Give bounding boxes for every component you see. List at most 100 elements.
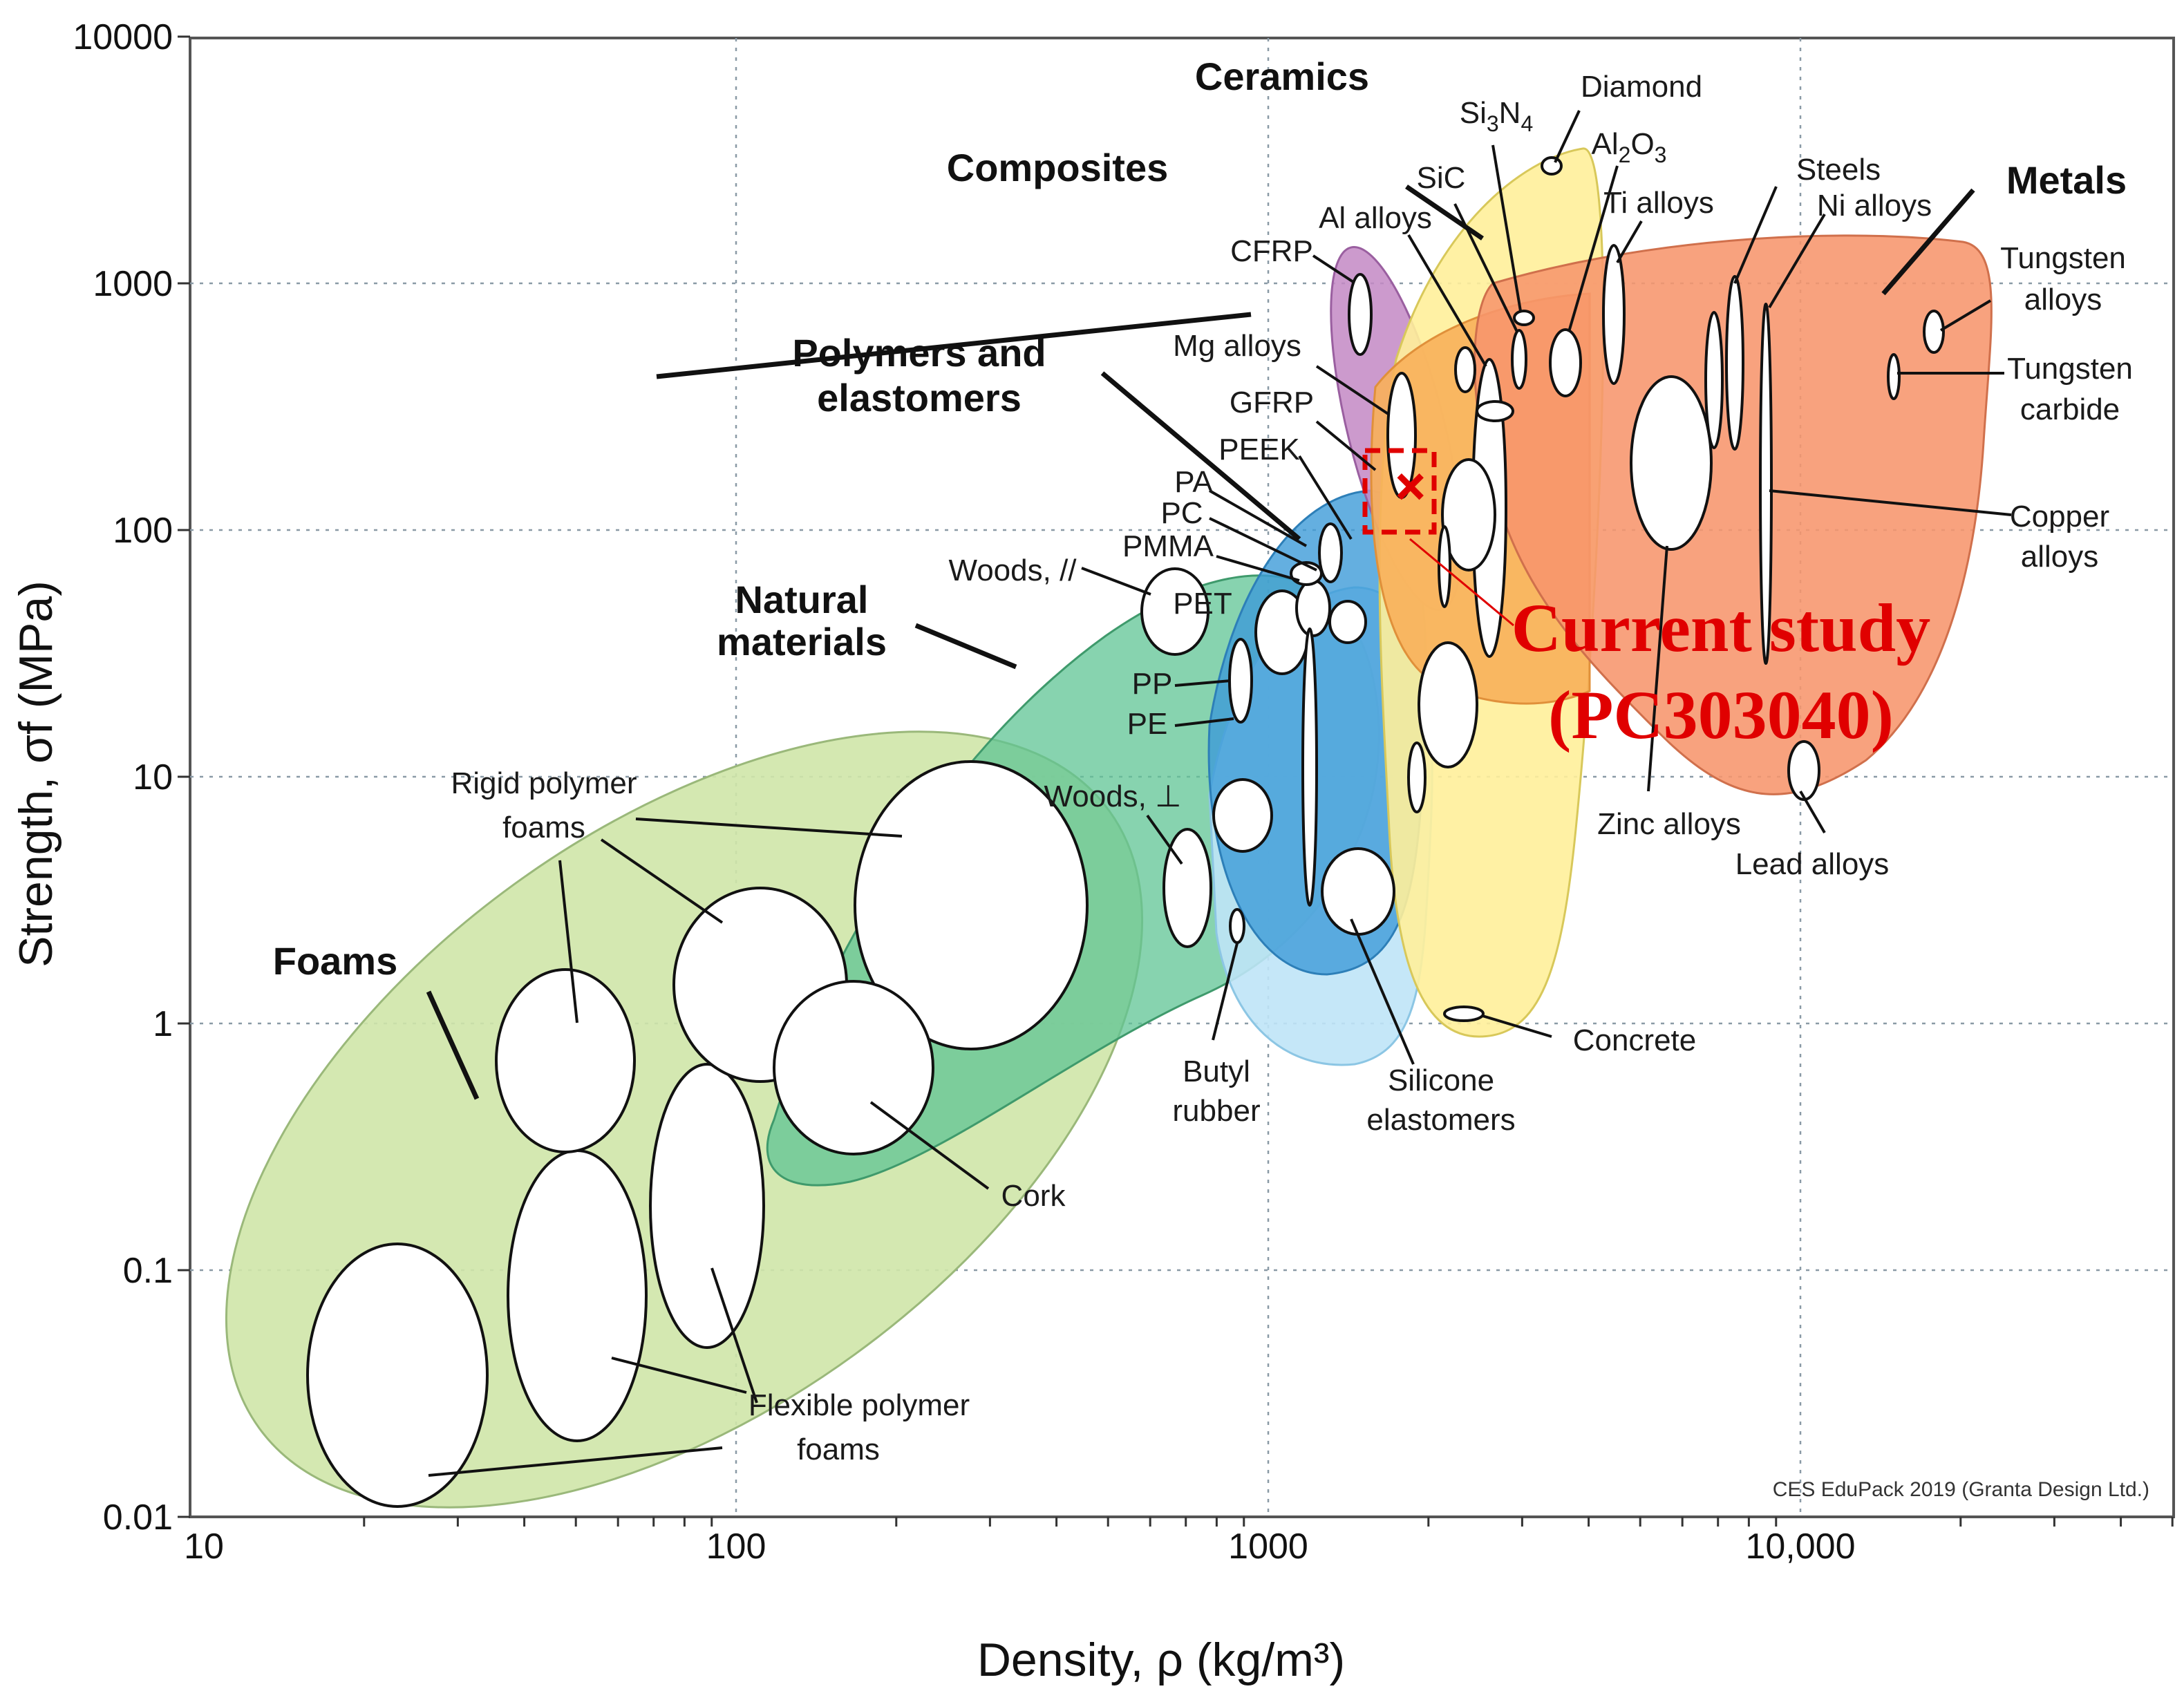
bubble-pe bbox=[1212, 778, 1273, 853]
leader-sic bbox=[1453, 203, 1518, 332]
label-foams: Foams bbox=[273, 939, 398, 983]
label-ceramics: Ceramics bbox=[1195, 55, 1369, 98]
label-silicone-2: elastomers bbox=[1366, 1103, 1515, 1137]
bubble-ceramic-3 bbox=[1407, 742, 1427, 813]
current-study-x bbox=[1397, 473, 1424, 500]
label-lead-alloys: Lead alloys bbox=[1735, 847, 1890, 881]
leader-polymers bbox=[1100, 371, 1301, 541]
leader-flexible-3 bbox=[428, 1446, 723, 1477]
label-butyl-2: rubber bbox=[1172, 1094, 1260, 1128]
bubble-flexible-foam-1 bbox=[306, 1243, 489, 1508]
bubble-polymer-6 bbox=[1301, 627, 1318, 907]
y-tick-label: 1 bbox=[153, 1004, 173, 1044]
label-diamond: Diamond bbox=[1581, 70, 1702, 104]
leader-pc bbox=[1209, 517, 1317, 572]
leader-flexible-1 bbox=[710, 1267, 758, 1404]
leader-steels bbox=[1733, 186, 1778, 284]
leader-pe bbox=[1174, 717, 1234, 727]
label-concrete: Concrete bbox=[1573, 1023, 1697, 1057]
leader-si3n4 bbox=[1491, 144, 1522, 312]
label-butyl-1: Butyl bbox=[1183, 1055, 1250, 1088]
bubble-tungsten-carbide bbox=[1887, 353, 1901, 400]
label-silicone-1: Silicone bbox=[1388, 1064, 1494, 1097]
bubble-ceramic-1 bbox=[1441, 458, 1496, 572]
label-pet: PET bbox=[1173, 587, 1232, 621]
leader-woods-para bbox=[1081, 567, 1151, 596]
bubble-ti-alloys bbox=[1602, 244, 1626, 385]
y-axis-title: Strength, σf (MPa) bbox=[10, 580, 62, 967]
label-natural-2: materials bbox=[717, 620, 887, 663]
bubble-woods-para bbox=[1140, 567, 1209, 656]
bubble-zinc bbox=[1630, 375, 1713, 551]
bubble-woods-perp bbox=[1162, 828, 1212, 948]
leader-composites bbox=[656, 312, 1252, 379]
leader-mg bbox=[1315, 365, 1391, 416]
bubble-flexible-foam-2 bbox=[507, 1149, 648, 1442]
leader-ti bbox=[1616, 220, 1643, 264]
leader-flexible-2 bbox=[611, 1357, 747, 1394]
leader-al-alloys bbox=[1407, 234, 1487, 368]
label-rigid-foams-2: foams bbox=[502, 811, 585, 844]
label-steels: Steels bbox=[1796, 153, 1881, 187]
label-tungsten-alloys-2: alloys bbox=[2024, 283, 2102, 317]
leader-cfrp bbox=[1312, 254, 1355, 283]
y-tick-label: 0.1 bbox=[123, 1251, 173, 1291]
leader-rigid-foams-1 bbox=[635, 818, 903, 838]
bubble-rigid-foam-3 bbox=[854, 760, 1089, 1050]
label-pe: PE bbox=[1127, 707, 1168, 741]
x-tick-label: 100 bbox=[706, 1527, 766, 1567]
leader-natural bbox=[914, 623, 1017, 670]
leader-butyl bbox=[1212, 943, 1239, 1041]
leader-metals bbox=[1881, 188, 1975, 296]
label-tungsten-alloys-1: Tungsten bbox=[2000, 241, 2126, 275]
bubble-steels-1 bbox=[1704, 311, 1724, 449]
label-tungsten-carbide-1: Tungsten bbox=[2007, 352, 2133, 386]
bubble-flexible-foam-3 bbox=[649, 1063, 765, 1349]
bubble-ceramic-2 bbox=[1418, 641, 1478, 768]
label-copper-2: alloys bbox=[2021, 540, 2099, 574]
label-tungsten-carbide-2: carbide bbox=[2020, 393, 2120, 426]
leader-lines bbox=[426, 110, 2012, 1477]
bubble-cork bbox=[773, 980, 934, 1155]
x-tick-label: 10 bbox=[184, 1527, 224, 1567]
label-pmma: PMMA bbox=[1122, 529, 1214, 563]
y-tick-label: 10000 bbox=[73, 17, 173, 57]
label-polymers-1: Polymers and bbox=[792, 331, 1046, 375]
bubble-silicone bbox=[1321, 847, 1395, 936]
bubble-polymer-3 bbox=[1328, 600, 1367, 644]
leader-foams bbox=[426, 990, 480, 1100]
x-axis-title: Density, ρ (kg/m³) bbox=[977, 1634, 1345, 1686]
leader-cork bbox=[869, 1101, 990, 1190]
leader-concrete bbox=[1482, 1014, 1552, 1038]
bubble-diamond bbox=[1541, 156, 1563, 176]
label-flexible-foams-1: Flexible polymer bbox=[749, 1388, 970, 1422]
credit-text: CES EduPack 2019 (Granta Design Ltd.) bbox=[1773, 1478, 2149, 1501]
x-tick-label: 1000 bbox=[1228, 1527, 1308, 1567]
leader-rigid-foams-2 bbox=[558, 860, 578, 1023]
bubble-copper bbox=[1759, 303, 1773, 665]
label-zinc-alloys: Zinc alloys bbox=[1597, 807, 1741, 841]
label-copper-1: Copper bbox=[2010, 500, 2109, 533]
label-polymers-2: elastomers bbox=[817, 376, 1022, 419]
leader-al2o3 bbox=[1568, 165, 1619, 332]
y-tick-label: 10 bbox=[133, 757, 173, 797]
leader-copper bbox=[1769, 489, 2012, 516]
current-study-label-1: Current study bbox=[1512, 589, 1931, 666]
bubble-pp bbox=[1228, 638, 1253, 724]
leader-pa bbox=[1209, 489, 1307, 547]
leader-woods-perp bbox=[1146, 814, 1183, 865]
bubble-tungsten bbox=[1923, 310, 1945, 354]
leader-zinc bbox=[1647, 545, 1668, 792]
label-pa: PA bbox=[1174, 465, 1213, 499]
label-al-alloys: Al alloys bbox=[1319, 201, 1432, 235]
leader-pp bbox=[1174, 679, 1231, 687]
label-composites: Composites bbox=[947, 146, 1169, 189]
label-pp: PP bbox=[1132, 667, 1173, 701]
bubble-rigid-foam-1 bbox=[495, 968, 636, 1153]
current-study-label-2: (PC303040) bbox=[1548, 677, 1894, 753]
label-cfrp: CFRP bbox=[1230, 234, 1313, 268]
bubble-polymer-2 bbox=[1295, 579, 1331, 637]
leader-tungsten bbox=[1939, 299, 1992, 332]
